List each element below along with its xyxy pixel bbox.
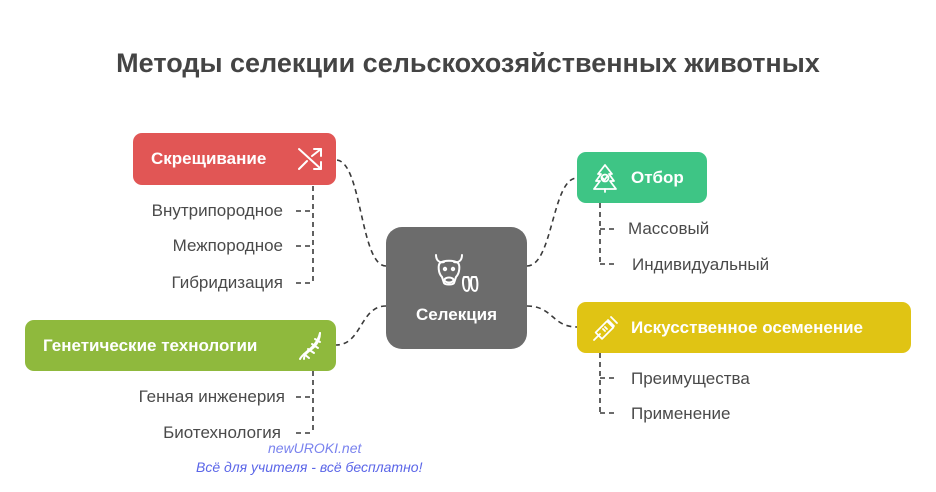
center-node[interactable]: Селекция <box>386 227 527 349</box>
insemination-item-application: Применение <box>631 404 731 423</box>
insemination-item-advantages: Преимущества <box>631 369 750 388</box>
shuffle-arrows-icon <box>296 145 324 173</box>
connector-selection <box>526 177 578 267</box>
crossing-item-intrabreed: Внутрипородное <box>151 201 283 220</box>
insemination-label: Искусственное осеменение <box>631 317 863 337</box>
crossing-item-interbreed: Межпородное <box>172 236 283 255</box>
genetic-item-genetic-engineering: Генная инженерия <box>138 387 285 406</box>
selection-node[interactable]: Отбор <box>577 152 707 203</box>
page-title: Методы селекции сельскохозяйственных жив… <box>116 48 820 78</box>
cow-icon <box>430 247 482 304</box>
crossing-node[interactable]: Скрещивание <box>133 133 336 185</box>
watermark-slogan: Всё для учителя - всё бесплатно! <box>196 459 423 475</box>
selection-label: Отбор <box>631 167 684 187</box>
genetic-item-biotechnology: Биотехнология <box>163 423 281 442</box>
genetic-technologies-node[interactable]: Генетические технологии <box>25 320 336 371</box>
center-label: Селекция <box>415 305 498 324</box>
insemination-node[interactable]: Искусственное осеменение <box>577 302 911 353</box>
dna-icon <box>296 331 324 361</box>
crossing-item-hybridization: Гибридизация <box>171 273 283 292</box>
tree-selection-icon <box>591 163 619 193</box>
connector-insemination <box>526 305 578 328</box>
syringe-icon <box>591 313 619 343</box>
genetic-technologies-label: Генетические технологии <box>43 335 258 355</box>
crossing-label: Скрещивание <box>151 149 267 168</box>
connector-genetic <box>335 305 387 346</box>
watermark-site: newUROKI.net <box>268 440 362 456</box>
selection-item-individual: Индивидуальный <box>632 255 770 274</box>
connector-crossing <box>335 159 387 267</box>
selection-item-mass: Массовый <box>628 219 710 238</box>
